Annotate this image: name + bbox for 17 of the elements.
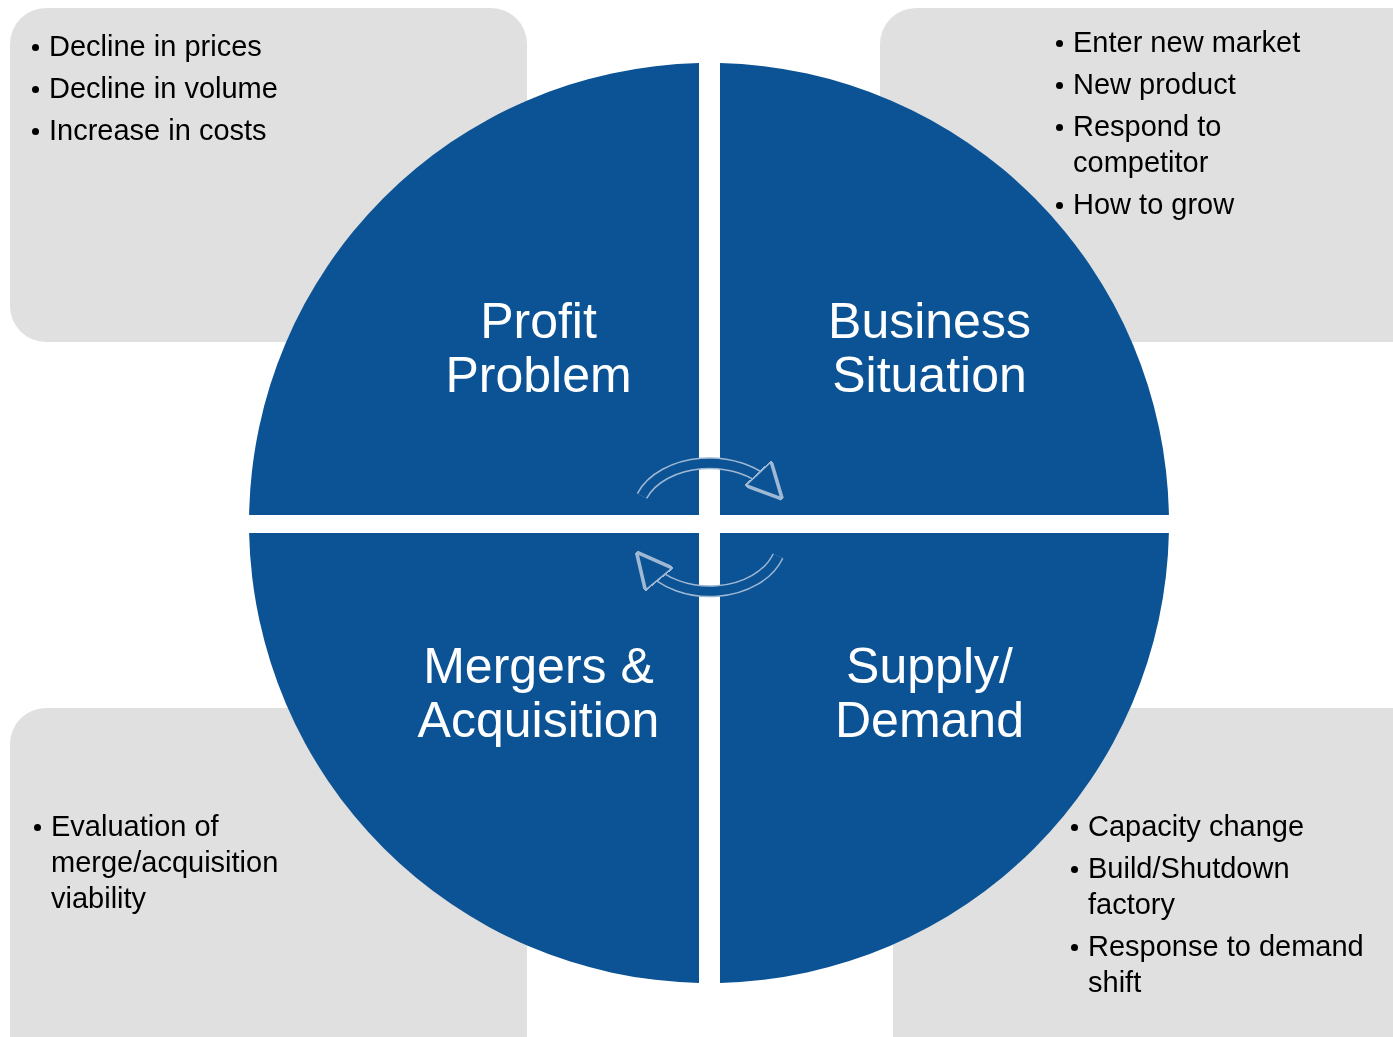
cycle-arrow [633,551,784,598]
quadrant-title: Business Situation [827,294,1032,402]
bullet-text: Decline in volume [49,71,278,106]
bullet-text: Increase in costs [49,113,267,148]
quadrant-title: Profit Problem [444,294,633,402]
cycle-arrow [636,457,785,501]
bullet-text: Decline in prices [49,29,262,64]
bullet-text: Respond to competitor [1073,109,1223,180]
bullet-text: Capacity change [1088,809,1305,844]
quadrant-title: Mergers & Acquisition [416,639,661,747]
bullet-text: Enter new market [1073,25,1301,60]
bullet-text: Response to demand shift [1088,929,1365,1000]
bullet-text: Evaluation of merge/acquisition viability [51,809,280,916]
bullet-text: How to grow [1073,187,1235,222]
bullet-text: New product [1073,67,1236,102]
quadrant-title: Supply/ Demand [834,639,1025,747]
bullet-text: Build/Shutdown factory [1088,851,1291,922]
